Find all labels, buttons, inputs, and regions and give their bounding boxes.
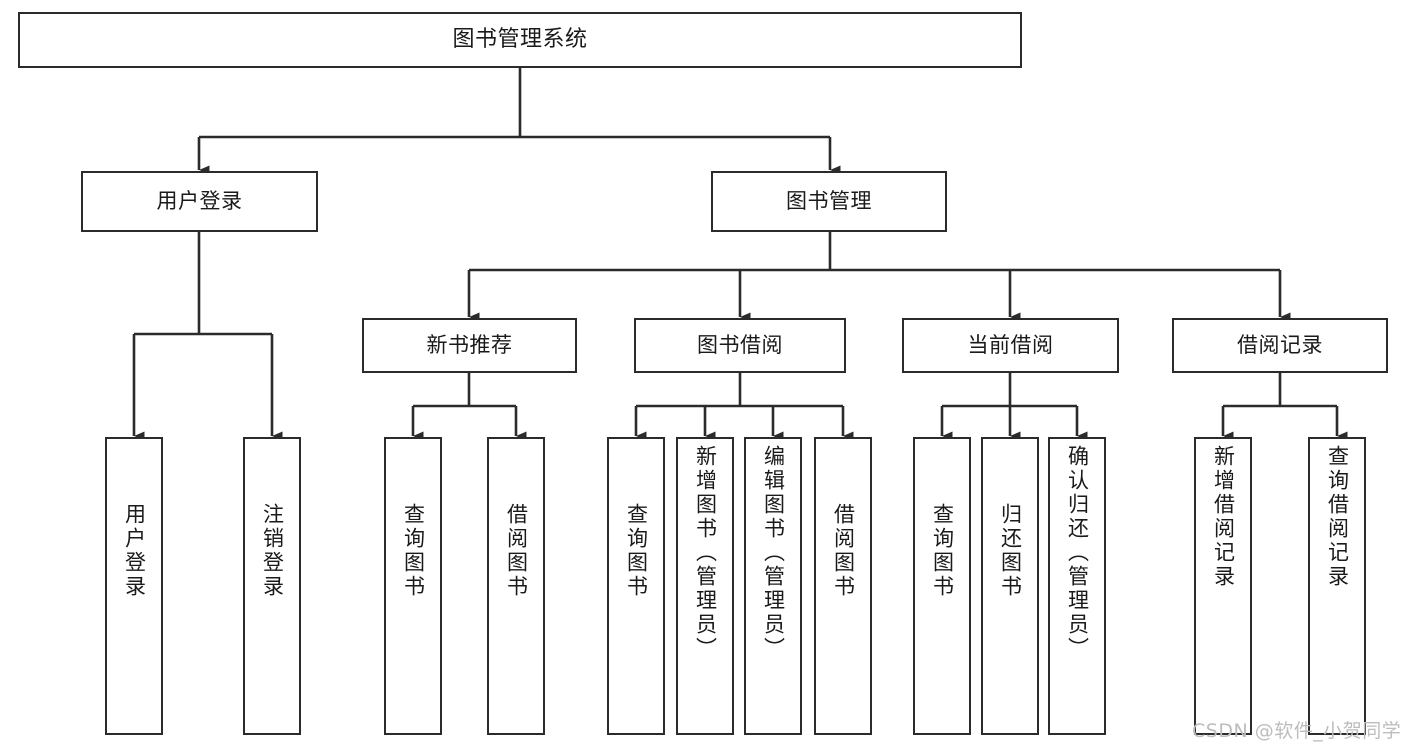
leaf-add-book-admin[interactable]: 新增图书（管理员） [676, 437, 734, 735]
node-new-book-recommend[interactable]: 新书推荐 [362, 318, 577, 373]
leaf-borrow-book-1-label: 借阅图书 [504, 503, 529, 599]
node-current-borrow[interactable]: 当前借阅 [902, 318, 1119, 373]
leaf-borrow-book-2[interactable]: 借阅图书 [814, 437, 872, 735]
leaf-confirm-return-admin[interactable]: 确认归还（管理员） [1048, 437, 1106, 735]
leaf-user-logout-label: 注销登录 [260, 503, 285, 599]
leaf-query-book-2-label: 查询图书 [624, 503, 649, 599]
node-book-management-label: 图书管理 [786, 189, 872, 214]
leaf-confirm-return-admin-label: 确认归还（管理员） [1065, 445, 1090, 661]
node-book-borrow[interactable]: 图书借阅 [634, 318, 846, 373]
node-root[interactable]: 图书管理系统 [18, 12, 1022, 68]
node-book-management[interactable]: 图书管理 [711, 171, 947, 232]
node-borrow-record-label: 借阅记录 [1237, 333, 1323, 358]
node-current-borrow-label: 当前借阅 [967, 333, 1054, 358]
leaf-user-login[interactable]: 用户登录 [105, 437, 163, 735]
node-user-login[interactable]: 用户登录 [81, 171, 318, 232]
leaf-edit-book-admin[interactable]: 编辑图书（管理员） [744, 437, 802, 735]
node-user-login-label: 用户登录 [156, 189, 243, 214]
leaf-add-borrow-record[interactable]: 新增借阅记录 [1194, 437, 1252, 735]
leaf-add-borrow-record-label: 新增借阅记录 [1211, 445, 1236, 589]
leaf-return-book-label: 归还图书 [998, 503, 1023, 599]
leaf-user-logout[interactable]: 注销登录 [243, 437, 301, 735]
leaf-query-book-1[interactable]: 查询图书 [384, 437, 442, 735]
node-borrow-record[interactable]: 借阅记录 [1172, 318, 1388, 373]
leaf-query-book-3[interactable]: 查询图书 [913, 437, 971, 735]
leaf-borrow-book-2-label: 借阅图书 [831, 503, 856, 599]
leaf-query-borrow-record[interactable]: 查询借阅记录 [1308, 437, 1366, 735]
node-root-label: 图书管理系统 [452, 27, 588, 53]
leaf-borrow-book-1[interactable]: 借阅图书 [487, 437, 545, 735]
leaf-query-borrow-record-label: 查询借阅记录 [1325, 445, 1350, 589]
leaf-query-book-1-label: 查询图书 [401, 503, 426, 599]
leaf-return-book[interactable]: 归还图书 [981, 437, 1039, 735]
leaf-query-book-2[interactable]: 查询图书 [607, 437, 665, 735]
watermark-text: CSDN @软件_小贺同学 [1192, 720, 1402, 742]
leaf-add-book-admin-label: 新增图书（管理员） [693, 445, 718, 661]
leaf-user-login-label: 用户登录 [122, 503, 147, 599]
node-book-borrow-label: 图书借阅 [697, 333, 783, 358]
leaf-edit-book-admin-label: 编辑图书（管理员） [761, 445, 786, 661]
leaf-query-book-3-label: 查询图书 [930, 503, 955, 599]
node-new-book-recommend-label: 新书推荐 [426, 333, 513, 358]
